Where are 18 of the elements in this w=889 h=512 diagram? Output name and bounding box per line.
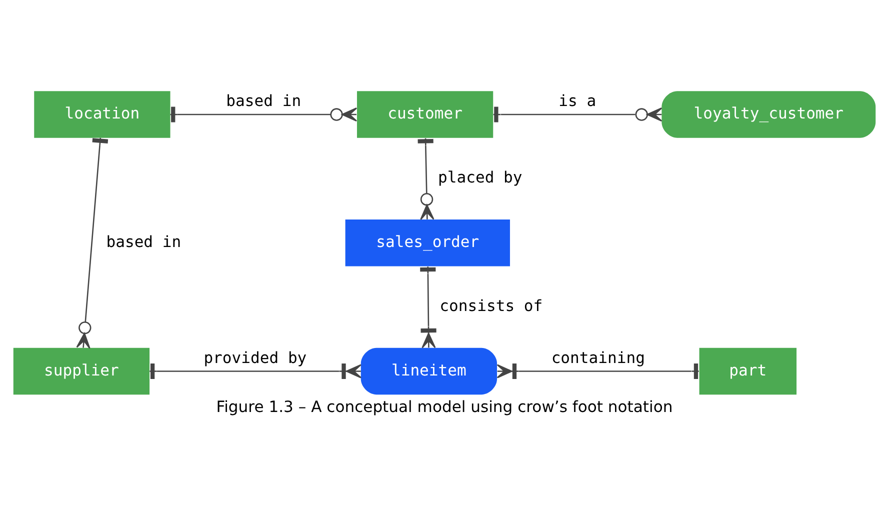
node-box: sales_order <box>345 219 510 266</box>
edge-label: based in <box>226 92 302 110</box>
edge-label: provided by <box>204 348 307 366</box>
edge-label: consists of <box>440 296 543 315</box>
node-box: supplier <box>13 347 150 394</box>
node-box: part <box>699 347 797 394</box>
node-box: location <box>34 90 170 138</box>
connector <box>76 137 108 348</box>
node-box: loyalty_customer <box>662 90 876 138</box>
node-box: customer <box>356 90 494 138</box>
connector <box>420 266 436 348</box>
caption: Figure 1.3 – A conceptual model using crow’s foot notation <box>216 398 673 416</box>
node-box: lineitem <box>360 347 497 394</box>
edge-label: is a <box>558 92 596 110</box>
connector <box>418 138 434 220</box>
edge-label: containing <box>551 348 645 366</box>
edge-label: placed by <box>438 168 522 186</box>
edge-label: based in <box>106 232 182 250</box>
